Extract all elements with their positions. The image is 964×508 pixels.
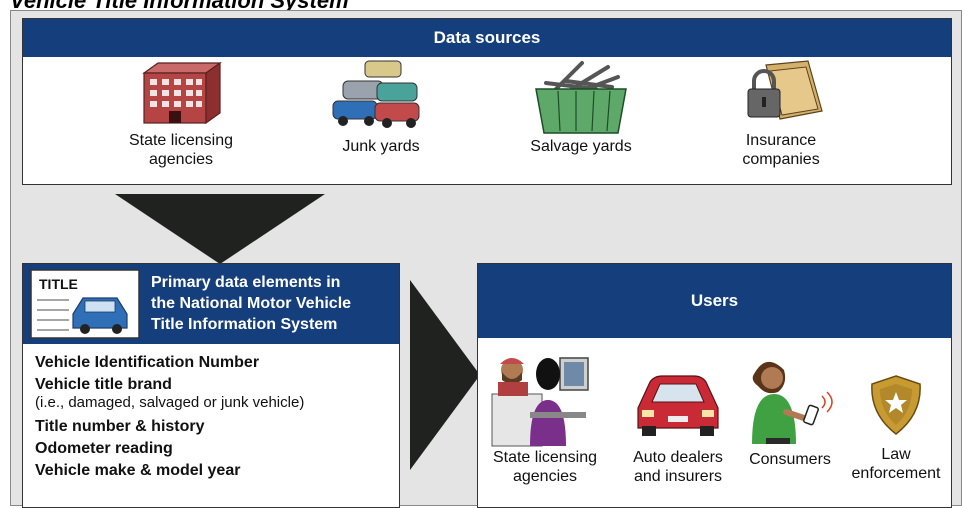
user-state-licensing: State licensing agencies — [480, 350, 610, 486]
down-arrow — [115, 194, 325, 264]
junk-cars-icon — [332, 60, 420, 128]
data-sources-header: Data sources — [23, 19, 951, 57]
data-elements-header: TITLE Primary data elements in the Natio… — [23, 264, 399, 344]
source-salvage-yards: Salvage yards — [481, 59, 681, 156]
salvage-bin-icon — [535, 61, 627, 134]
user-label-line2: enforcement — [851, 465, 941, 482]
user-label-line1: Law — [881, 446, 911, 463]
elements-header-line2: the National Motor Vehicle — [151, 295, 352, 312]
source-label-line1: Junk yards — [342, 138, 420, 155]
elements-header-line3: Title Information System — [151, 316, 338, 333]
users-panel: Users State licensing agencies — [477, 263, 952, 508]
elements-header-line1: Primary data elements in — [151, 274, 341, 291]
source-label-line1: Salvage yards — [530, 138, 632, 155]
source-label-line1: State licensing — [128, 132, 234, 149]
data-sources-panel: Data sources State licensing agencies — [22, 18, 952, 185]
list-item-note: (i.e., damaged, salvaged or junk vehicle… — [35, 394, 305, 411]
police-badge-icon — [871, 375, 921, 435]
title-card-text: TITLE — [39, 276, 78, 292]
user-label-line2: agencies — [512, 468, 578, 485]
user-label-line2: and insurers — [633, 468, 723, 485]
source-junk-yards: Junk yards — [281, 59, 481, 156]
users-header: Users — [478, 264, 951, 338]
clerk-counter-icon — [491, 357, 589, 447]
list-item: Vehicle Identification Number — [35, 354, 260, 371]
list-item: Vehicle title brand — [35, 376, 172, 393]
list-item: Odometer reading — [35, 440, 173, 457]
data-elements-list: Vehicle Identification Number Vehicle ti… — [23, 344, 399, 490]
source-label-line2: companies — [742, 151, 820, 168]
source-insurance: Insurance companies — [681, 59, 881, 169]
user-label-line1: Auto dealers — [633, 449, 723, 466]
list-item: Vehicle make & model year — [35, 462, 241, 479]
right-arrow — [410, 280, 480, 470]
source-state-licensing: State licensing agencies — [81, 59, 281, 169]
data-elements-panel: TITLE Primary data elements in the Natio… — [22, 263, 400, 508]
locked-folder-icon — [747, 60, 823, 120]
user-law-enforcement: Law enforcement — [840, 374, 952, 483]
source-label-line2: agencies — [148, 151, 214, 168]
source-label-line1: Insurance — [745, 132, 817, 149]
user-consumers: Consumers — [740, 352, 840, 469]
user-label-line1: Consumers — [749, 451, 831, 468]
list-item: Title number & history — [35, 418, 205, 435]
user-label-line1: State licensing — [492, 449, 598, 466]
building-icon — [142, 61, 222, 125]
red-car-icon — [637, 375, 719, 436]
user-auto-dealers: Auto dealers and insurers — [613, 370, 743, 486]
consumer-phone-icon — [752, 361, 833, 444]
title-document-icon: TITLE — [30, 269, 140, 339]
page-title: Vehicle Title Information System — [10, 0, 349, 13]
